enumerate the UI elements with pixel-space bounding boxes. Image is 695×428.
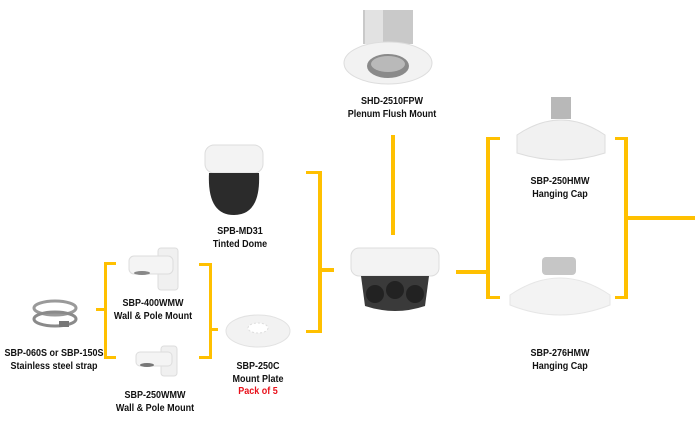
- model-name: SBP-060S or SBP-150S: [4, 348, 104, 359]
- bracket: [615, 137, 627, 140]
- model-description: Plenum Flush Mount: [347, 108, 437, 120]
- bracket: [318, 171, 322, 333]
- connector-line: [456, 270, 487, 274]
- model-description: Wall & Pole Mount: [113, 310, 193, 322]
- tinted-dome-image: [204, 144, 264, 215]
- bracket: [199, 356, 211, 359]
- connector-line: [210, 328, 218, 331]
- bracket: [209, 263, 212, 359]
- model-name: SBP-276HMW: [530, 348, 590, 359]
- model-description: Wall & Pole Mount: [115, 402, 195, 414]
- model-description: Stainless steel strap: [10, 360, 98, 372]
- model-name: SBP-250WMW: [124, 390, 186, 401]
- wall-mount-250-label: SBP-250WMW Wall & Pole Mount: [116, 390, 194, 415]
- wall-mount-400-image: [128, 247, 179, 291]
- hanging-cap-250-image: [516, 97, 606, 161]
- bracket: [486, 137, 490, 299]
- connector-line: [96, 308, 106, 311]
- bracket: [104, 356, 116, 359]
- wall-mount-400-label: SBP-400WMW Wall & Pole Mount: [114, 298, 192, 323]
- pack-note: Pack of 5: [238, 386, 278, 397]
- hanging-cap-250-label: SBP-250HMW Hanging Cap: [530, 176, 589, 201]
- bracket: [306, 171, 320, 174]
- model-description: Mount Plate: [232, 373, 284, 385]
- model-name: SBP-250HMW: [530, 176, 590, 187]
- plenum-flush-mount-label: SHD-2510FPW Plenum Flush Mount: [348, 96, 436, 121]
- model-name: SPB-MD31: [217, 226, 263, 237]
- wall-mount-250-image: [135, 345, 178, 377]
- mount-plate-label: SBP-250C Mount Plate Pack of 5: [232, 361, 283, 399]
- bracket: [486, 296, 500, 299]
- connector-line: [320, 268, 334, 272]
- model-description: Hanging Cap: [532, 360, 588, 372]
- bracket: [486, 137, 500, 140]
- bracket: [104, 262, 116, 265]
- bracket: [306, 330, 320, 333]
- model-name: SBP-400WMW: [122, 298, 184, 309]
- camera-image: [350, 247, 440, 311]
- connector-line: [626, 216, 695, 220]
- model-description: Tinted Dome: [212, 238, 268, 250]
- steel-strap-image: [32, 299, 78, 328]
- hanging-cap-276-image: [509, 257, 611, 316]
- mount-plate-image: [225, 314, 291, 348]
- model-name: SBP-250C: [236, 361, 280, 372]
- bracket: [199, 263, 211, 266]
- model-description: Hanging Cap: [532, 188, 588, 200]
- plenum-flush-mount-image: [343, 10, 433, 85]
- hanging-cap-276-label: SBP-276HMW Hanging Cap: [530, 348, 589, 373]
- steel-strap-label: SBP-060S or SBP-150S Stainless steel str…: [4, 348, 103, 373]
- model-name: SHD-2510FPW: [360, 96, 424, 107]
- bracket: [615, 296, 627, 299]
- tinted-dome-label: SPB-MD31 Tinted Dome: [213, 226, 267, 251]
- connector-line: [391, 135, 395, 235]
